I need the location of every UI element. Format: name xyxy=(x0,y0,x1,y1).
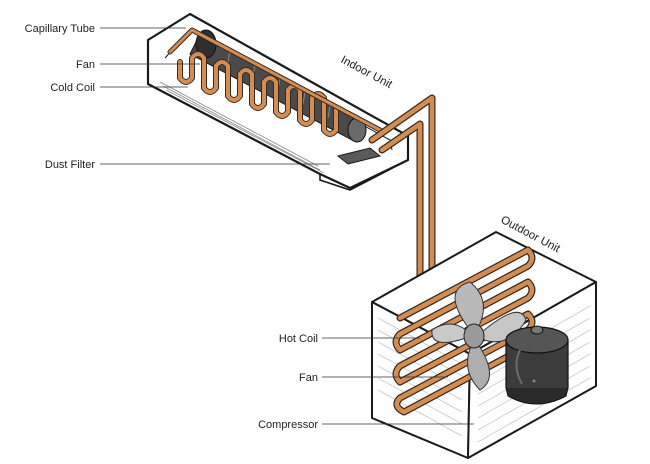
label-outdoor-fan: Fan xyxy=(299,372,318,384)
label-compressor: Compressor xyxy=(258,419,318,431)
dust-filter xyxy=(159,81,325,174)
label-hot-coil: Hot Coil xyxy=(279,333,318,345)
indoor-unit: Indoor Unit xyxy=(146,12,410,191)
label-dust-filter: Dust Filter xyxy=(45,159,95,171)
outdoor-unit: Outdoor Unit xyxy=(371,214,597,459)
label-indoor-fan: Fan xyxy=(76,59,95,71)
leader-lines xyxy=(100,27,474,425)
callout-labels: Capillary Tube Fan Cold Coil Dust Filter… xyxy=(25,23,319,431)
cold-coil xyxy=(177,51,339,137)
indoor-unit-title: Indoor Unit xyxy=(339,54,395,91)
label-capillary-tube: Capillary Tube xyxy=(25,23,95,35)
compressor xyxy=(505,325,569,405)
outdoor-fan xyxy=(431,281,527,391)
indoor-unit-front-edge xyxy=(147,83,409,191)
dust-filter-tray xyxy=(336,147,382,165)
capillary-tube xyxy=(167,27,383,133)
label-cold-coil: Cold Coil xyxy=(50,82,95,94)
